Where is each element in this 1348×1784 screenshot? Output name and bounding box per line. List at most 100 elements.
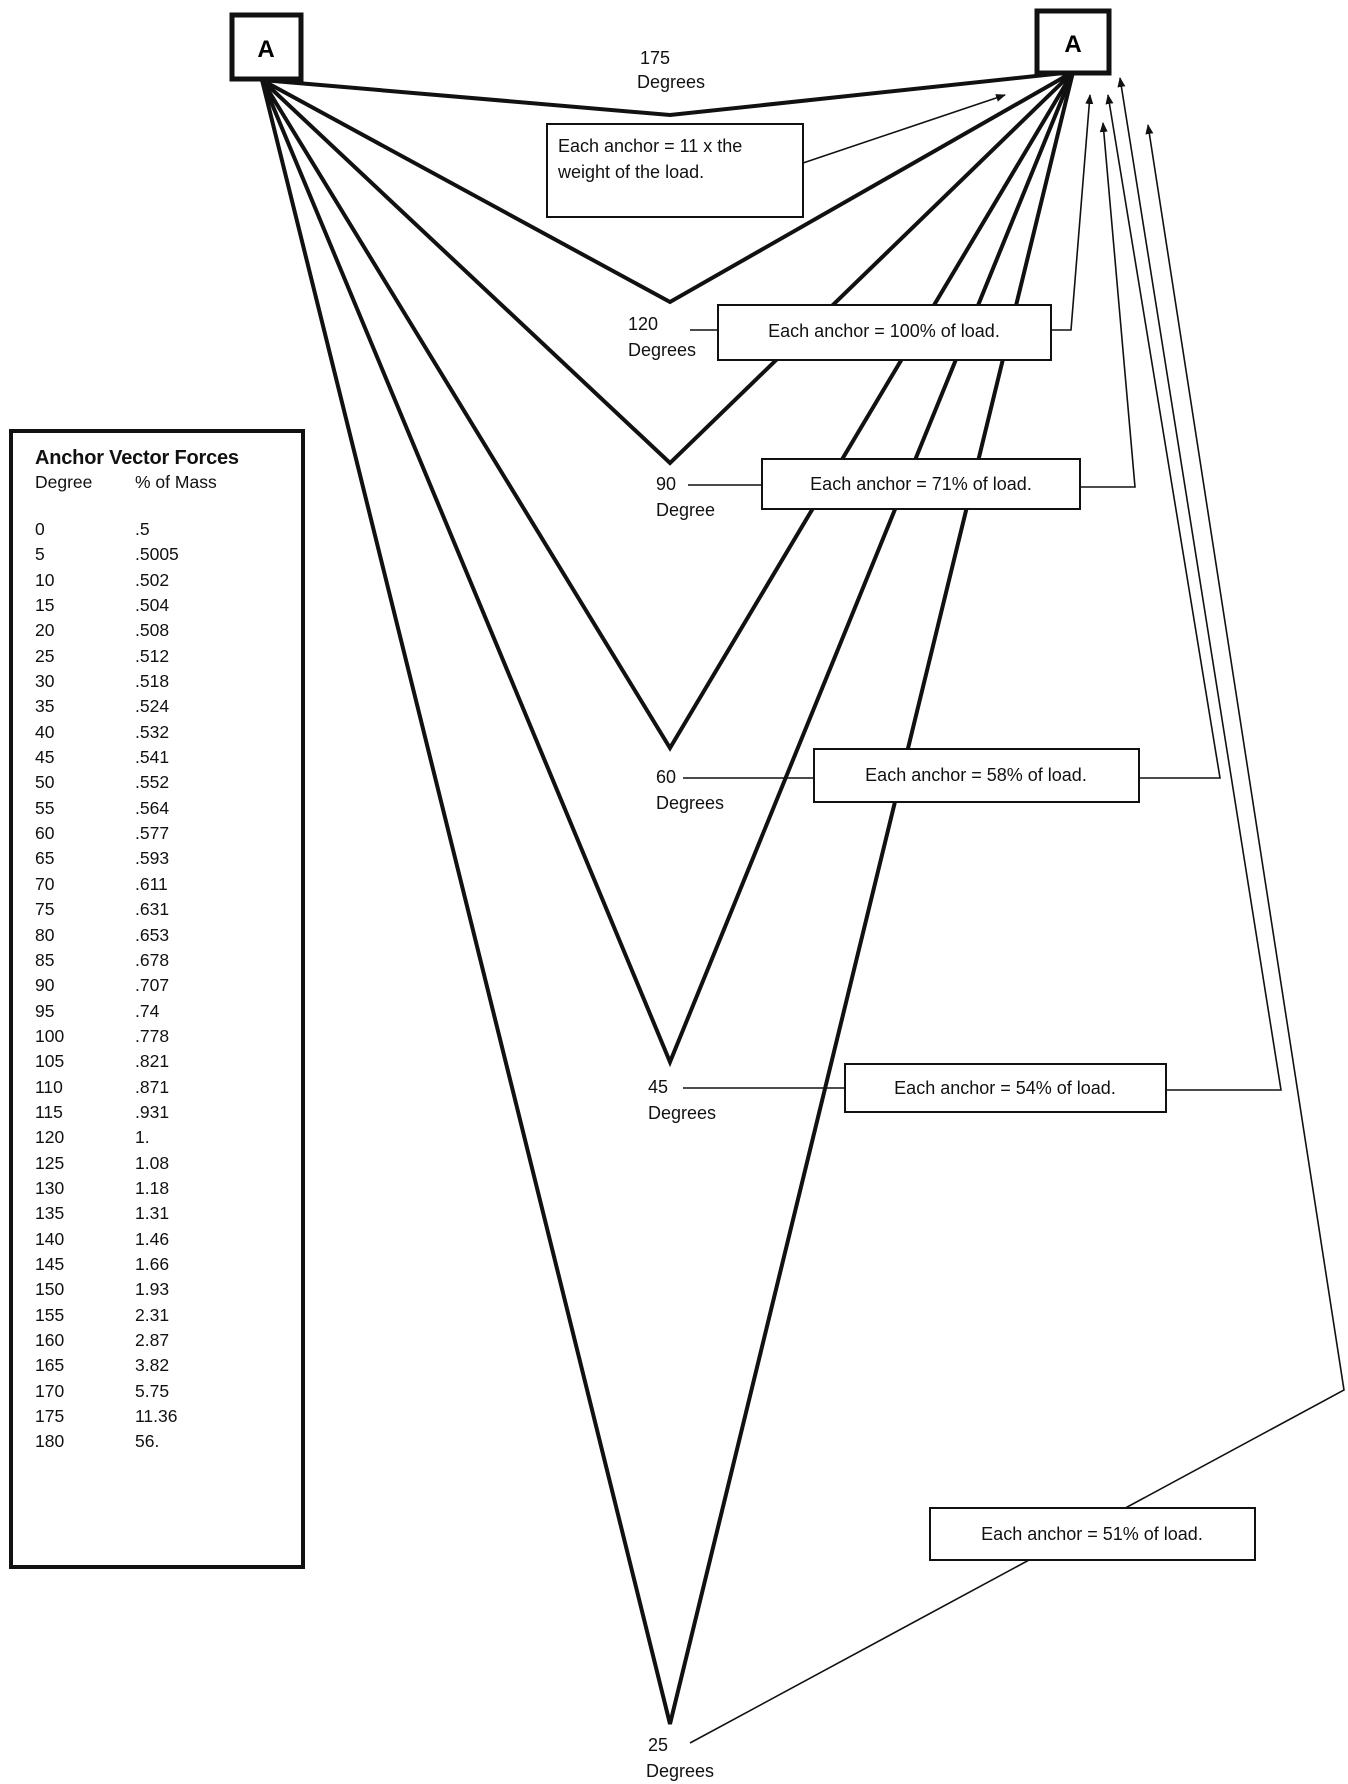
- note-90-text: Each anchor = 71% of load.: [810, 474, 1032, 494]
- table-cell-mass: .631: [135, 899, 170, 920]
- table-cell-degree: 180: [35, 1431, 65, 1452]
- anchor-right: A: [1034, 8, 1112, 76]
- table-row: 50 .552: [35, 770, 301, 795]
- table-cell-mass: .5005: [135, 544, 179, 565]
- anchor-left: A: [229, 12, 304, 82]
- sling-25: [260, 71, 1075, 1725]
- table-cell-mass: .512: [135, 645, 170, 666]
- column-header-degree: Degree: [35, 472, 93, 492]
- table-cell-degree: 110: [35, 1076, 63, 1097]
- table-cell-mass: .532: [135, 721, 170, 742]
- table-cell-mass: .653: [135, 924, 170, 945]
- table-cell-mass: .504: [135, 595, 170, 616]
- sling-45: [260, 71, 1075, 1068]
- table-cell-mass: 1.: [135, 1127, 150, 1148]
- table-cell-degree: 120: [35, 1127, 65, 1148]
- table-cell-degree: 0: [35, 519, 45, 539]
- table-cell-degree: 85: [35, 949, 55, 970]
- table-cell-mass: .552: [135, 772, 170, 793]
- table-row: 40.532: [35, 720, 301, 745]
- table-cell-degree: 95: [35, 1000, 55, 1021]
- table-cell-mass: .678: [135, 949, 170, 970]
- table-cell-mass: .74: [135, 1000, 160, 1021]
- table-cell-degree: 140: [35, 1228, 65, 1249]
- arrow-45: [1117, 77, 1282, 1091]
- table-cell-degree: 50: [35, 772, 55, 793]
- sling-legs: [260, 70, 1075, 1725]
- table-cell-mass: 1.46: [135, 1228, 170, 1249]
- note-90: Each anchor = 71% of load.: [761, 458, 1081, 510]
- table-cell-mass: .564: [135, 797, 170, 818]
- angle-25-value: 25: [648, 1735, 668, 1755]
- table-cell-degree: 30: [35, 671, 55, 692]
- table-cell-mass: .611: [135, 873, 168, 894]
- table-row: 20.508: [35, 618, 301, 643]
- angle-120-value: 120: [628, 314, 658, 334]
- table-cell-mass: .5: [135, 519, 150, 539]
- table-cell-degree: 105: [35, 1051, 65, 1072]
- table-cell-degree: 80: [35, 924, 55, 945]
- sling-60: [260, 70, 1075, 752]
- table-cell-mass: 2.31: [135, 1304, 170, 1325]
- table-row: 105 .821: [35, 1049, 301, 1074]
- table-cell-mass: 1.31: [135, 1203, 170, 1224]
- sling-90: [260, 70, 1075, 466]
- table-row: 65.593: [35, 846, 301, 871]
- table-cell-mass: .508: [135, 620, 170, 641]
- table-cell-degree: 145: [35, 1253, 65, 1274]
- table-row: 90.707: [35, 973, 301, 998]
- arrow-60: [1105, 94, 1221, 779]
- table-cell-degree: 175: [35, 1406, 65, 1427]
- angle-60-unit: Degrees: [656, 793, 724, 813]
- table-cell-degree: 160: [35, 1330, 65, 1350]
- table-cell-degree: 55: [35, 797, 55, 818]
- table-row: 45 .541: [35, 745, 301, 770]
- angle-90-value: 90: [656, 474, 676, 494]
- note-45-text: Each anchor = 54% of load.: [894, 1078, 1116, 1098]
- table-row: 15.504: [35, 593, 301, 618]
- note-175: Each anchor = 11 x the weight of the loa…: [546, 123, 804, 218]
- note-175-text: Each anchor = 11 x the weight of the loa…: [558, 136, 743, 182]
- table-row: 180 56.: [35, 1429, 301, 1454]
- angle-60-value: 60: [656, 767, 676, 787]
- table-cell-degree: 25: [35, 645, 55, 666]
- table-cell-mass: 1.66: [135, 1253, 170, 1274]
- note-120-text: Each anchor = 100% of load.: [768, 321, 1000, 341]
- table-header: Degree % of Mass: [35, 470, 301, 494]
- angle-120-unit: Degrees: [628, 340, 696, 360]
- table-cell-degree: 65: [35, 848, 55, 869]
- table-cell-mass: 1.93: [135, 1279, 170, 1300]
- angle-25-unit: Degrees: [646, 1761, 714, 1781]
- column-header-mass: % of Mass: [135, 472, 217, 492]
- table-row: 80 .653: [35, 923, 301, 948]
- sling-175: [261, 70, 1074, 118]
- table-cell-mass: 56.: [135, 1431, 160, 1452]
- note-60: Each anchor = 58% of load.: [813, 748, 1140, 803]
- table-cell-degree: 45: [35, 747, 55, 768]
- table-cell-degree: 125: [35, 1152, 65, 1173]
- angle-90-unit: Degree: [656, 500, 715, 520]
- table-row: 75.631: [35, 897, 301, 922]
- table-cell-degree: 60: [35, 823, 55, 844]
- arrow-120: [1051, 94, 1094, 331]
- arrow-90: [1080, 122, 1136, 488]
- table-row: 125 1.08: [35, 1151, 301, 1176]
- arrow-175: [802, 94, 1006, 164]
- table-row: 60.577: [35, 821, 301, 846]
- table-row: 55 .564: [35, 796, 301, 821]
- table-cell-degree: 90: [35, 975, 55, 996]
- table-cell-mass: .541: [135, 747, 170, 768]
- table-cell-degree: 155: [35, 1304, 65, 1325]
- table-cell-degree: 135: [35, 1203, 65, 1224]
- table-row: 100.778: [35, 1024, 301, 1049]
- table-cell-mass: 1.08: [135, 1152, 170, 1173]
- table-row: 115.931: [35, 1100, 301, 1125]
- table-cell-mass: .821: [135, 1051, 170, 1072]
- table-cell-mass: .518: [135, 671, 170, 692]
- table-cell-mass: .778: [135, 1025, 170, 1046]
